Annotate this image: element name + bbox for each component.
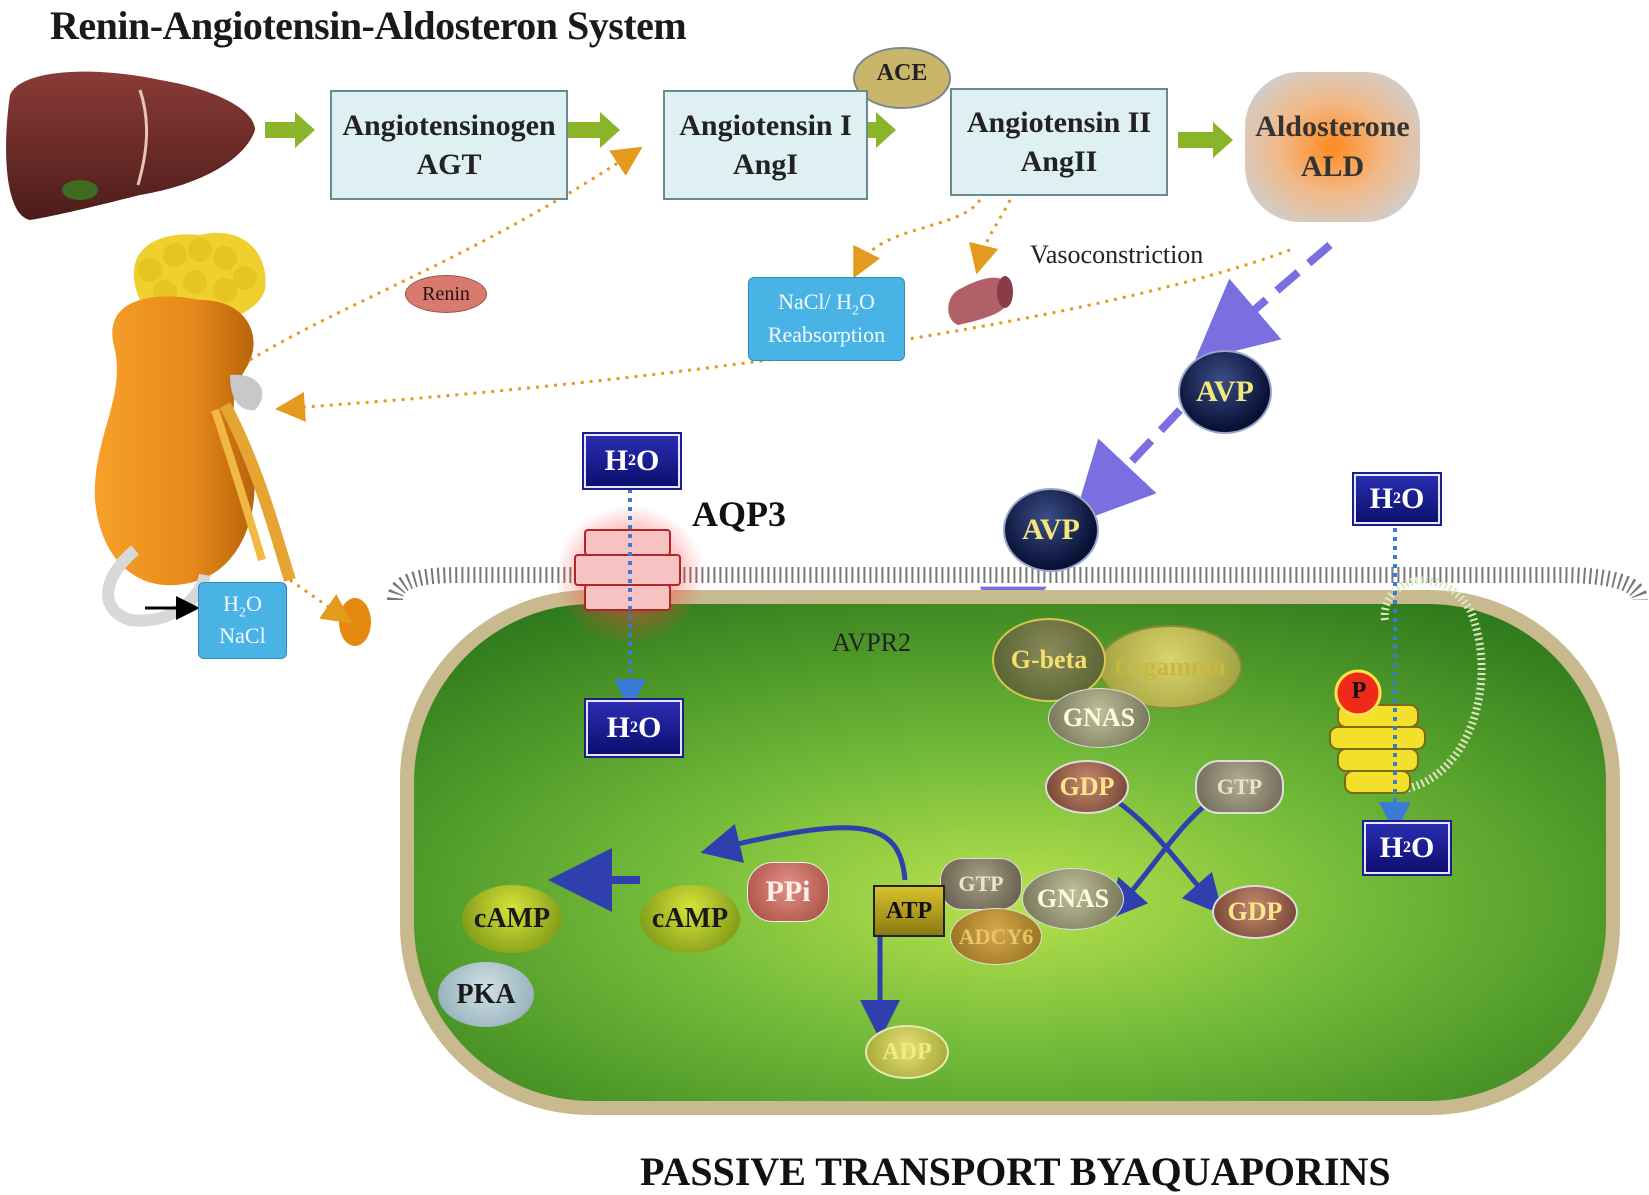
angiotensin-2-box: Angiotensin II AngII	[950, 88, 1168, 196]
gnas-top-node: GNAS	[1048, 688, 1150, 748]
phosphate-label: P	[1351, 678, 1367, 704]
aqp3-label: AQP3	[692, 494, 786, 534]
cell-body	[400, 590, 1620, 1115]
vasoconstriction-label: Vasoconstriction	[1030, 240, 1204, 269]
bottom-title: PASSIVE TRANSPORT BYAQUAPORINS	[640, 1149, 1391, 1194]
adp-node: ADP	[865, 1025, 949, 1079]
angiotensinogen-label: Angiotensinogen	[342, 109, 556, 142]
avp-arrows	[958, 241, 1333, 641]
pka-node: PKA	[438, 962, 534, 1027]
kidney-h2o-label: H2O	[223, 590, 262, 621]
flow-arrows-green	[265, 112, 1233, 158]
angiotensin-1-box: Angiotensin I AngI	[663, 90, 868, 200]
water-paths	[614, 480, 1411, 834]
kidney-nacl-label: NaCl	[219, 623, 266, 649]
angiotensinogen-box: Angiotensinogen AGT	[330, 90, 568, 200]
avpr2-label: AVPR2	[832, 628, 912, 657]
angiotensin-2-label: Angiotensin II	[966, 106, 1152, 139]
gdp-bottom-node: GDP	[1212, 885, 1298, 939]
ppi-node: PPi	[747, 862, 829, 922]
vesicle	[1356, 576, 1486, 795]
avp-membrane-node: AVP	[1003, 488, 1099, 572]
gtp-left-node: GTP	[940, 858, 1022, 910]
reabsorption-label: Reabsorption	[767, 321, 886, 347]
blood-vessel-illustration	[948, 276, 1013, 325]
agt-label: AGT	[416, 148, 482, 181]
adcy6-node: ADCY6	[950, 908, 1042, 965]
ald-label: ALD	[1300, 150, 1365, 183]
diagram-title: Renin-Angiotensin-Aldosteron System	[50, 3, 687, 48]
aldosterone-node: Aldosterone ALD	[1245, 72, 1420, 222]
aldosterone-label: Aldosterone	[1255, 109, 1410, 143]
aqp3-channel	[555, 505, 705, 645]
ace-label: ACE	[876, 60, 928, 86]
gtp-right-node: GTP	[1195, 760, 1284, 814]
atp-node: ATP	[873, 885, 945, 937]
avp-top-node: AVP	[1178, 350, 1272, 434]
gnas-bottom-node: GNAS	[1022, 868, 1124, 930]
kidney-illustration	[94, 232, 371, 646]
gdp-top-node: GDP	[1045, 760, 1129, 814]
liver-illustration	[6, 71, 256, 220]
dotted-arrows	[249, 146, 1291, 624]
angi-label: AngI	[732, 148, 799, 181]
kidney-h2o-nacl-box: H2O NaCl	[198, 582, 287, 659]
ace-ellipse	[853, 47, 951, 109]
reabsorption-box: NaCl/ H2O Reabsorption	[748, 277, 905, 361]
camp-right-node: cAMP	[640, 885, 740, 953]
nacl-h2o-label: NaCl/ H2O	[778, 289, 875, 319]
aquaporin-right	[1329, 669, 1426, 794]
cell-membrane	[387, 567, 1648, 602]
aldosterone-shape	[1245, 72, 1420, 222]
angii-label: AngII	[1020, 145, 1098, 178]
camp-left-node: cAMP	[462, 885, 562, 953]
renin-label: Renin	[405, 275, 487, 313]
angiotensin-1-label: Angiotensin I	[679, 109, 852, 142]
